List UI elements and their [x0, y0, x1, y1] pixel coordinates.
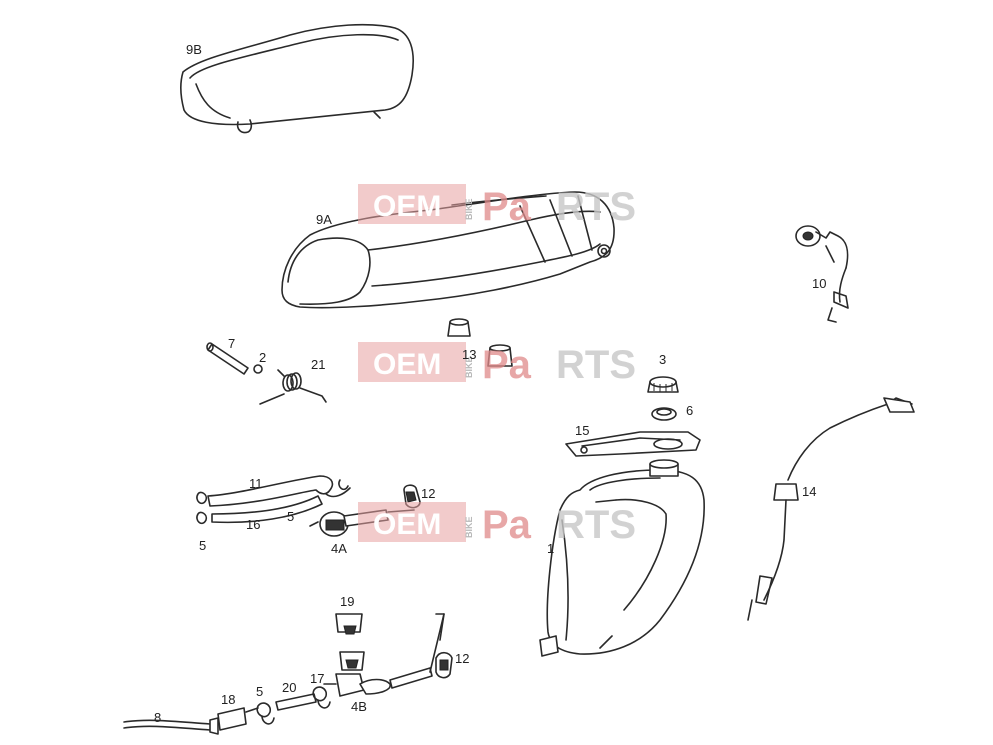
- label-5-left: 5: [199, 538, 206, 553]
- fuel-tank-1: [539, 459, 705, 657]
- label-17: 17: [310, 671, 324, 686]
- hose-16: [211, 495, 323, 524]
- label-4b: 4B: [351, 699, 367, 714]
- label-16: 16: [246, 517, 260, 532]
- filter-18: [209, 707, 259, 735]
- label-10: 10: [812, 276, 826, 291]
- clip-5-bottom: [256, 702, 275, 725]
- buffer-13: [447, 318, 513, 367]
- clip-17: [312, 686, 331, 709]
- svg-text:RTS: RTS: [556, 503, 636, 547]
- watermark-3: OEM BIKE Pa RTS: [358, 502, 636, 547]
- cap-19: [335, 613, 363, 635]
- part-labels: 9B 9A 10 7 2 21 13 3 6 15 14 11 12 5 16 …: [154, 42, 826, 725]
- pin-7: [206, 342, 249, 375]
- label-1: 1: [547, 541, 554, 556]
- ring-6: [651, 407, 677, 421]
- svg-text:OEM: OEM: [373, 348, 441, 381]
- clip-5-top: [196, 479, 351, 525]
- label-14: 14: [802, 484, 816, 499]
- label-9b: 9B: [186, 42, 202, 57]
- hose-11: [207, 475, 334, 507]
- ignition-switch-10: [795, 225, 849, 323]
- gasket-15: [565, 431, 701, 457]
- label-6: 6: [686, 403, 693, 418]
- svg-text:Pa: Pa: [482, 185, 532, 229]
- label-19: 19: [340, 594, 354, 609]
- svg-text:Pa: Pa: [482, 503, 532, 547]
- label-20: 20: [282, 680, 296, 695]
- fuel-tap-4b: [323, 613, 445, 697]
- label-5-mid: 5: [287, 509, 294, 524]
- label-5-bottom: 5: [256, 684, 263, 699]
- label-9a: 9A: [316, 212, 332, 227]
- svg-text:OEM: OEM: [373, 508, 441, 541]
- label-3: 3: [659, 352, 666, 367]
- svg-text:BIKE: BIKE: [464, 356, 474, 378]
- label-18: 18: [221, 692, 235, 707]
- label-13: 13: [462, 347, 476, 362]
- clamp-12-lower: [435, 651, 453, 679]
- spring-21: [259, 369, 327, 405]
- label-12-lower: 12: [455, 651, 469, 666]
- label-21: 21: [311, 357, 325, 372]
- hose-8: [123, 719, 211, 731]
- svg-text:BIKE: BIKE: [464, 198, 474, 220]
- watermark-2: OEM BIKE Pa RTS: [358, 342, 636, 387]
- label-12-upper: 12: [421, 486, 435, 501]
- label-15: 15: [575, 423, 589, 438]
- label-8: 8: [154, 710, 161, 725]
- washer-2: [253, 364, 263, 374]
- label-11: 11: [249, 476, 263, 491]
- fuel-cap-3: [647, 376, 679, 393]
- svg-text:Pa: Pa: [482, 343, 532, 387]
- svg-text:OEM: OEM: [373, 190, 441, 223]
- label-4a: 4A: [331, 541, 347, 556]
- cable-14: [747, 397, 915, 621]
- label-2: 2: [259, 350, 266, 365]
- seat-9b: [180, 23, 414, 134]
- svg-text:RTS: RTS: [556, 185, 636, 229]
- label-7: 7: [228, 336, 235, 351]
- svg-text:RTS: RTS: [556, 343, 636, 387]
- watermark-1: OEM BIKE Pa RTS: [358, 184, 636, 229]
- hose-20: [275, 693, 317, 711]
- svg-text:BIKE: BIKE: [464, 516, 474, 538]
